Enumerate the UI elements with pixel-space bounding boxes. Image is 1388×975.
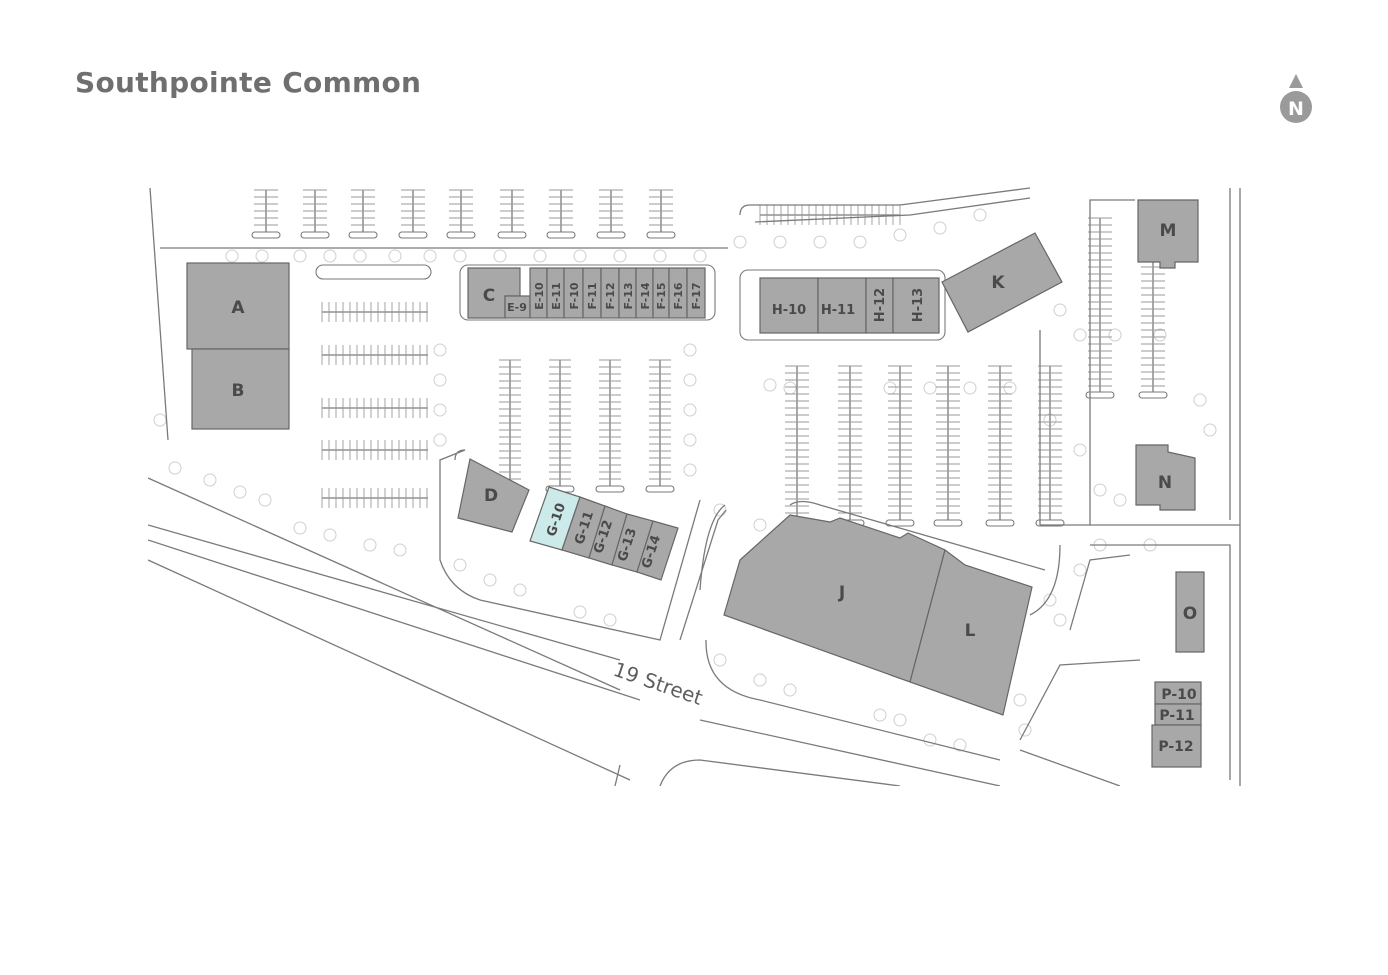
label-b: B: [232, 381, 245, 401]
building-l[interactable]: [909, 548, 1033, 716]
label-a: A: [231, 298, 245, 318]
label-p12: P-12: [1158, 739, 1193, 755]
unit-p12[interactable]: [1151, 724, 1202, 768]
buildings: [186, 199, 1205, 768]
label-j: J: [838, 583, 845, 603]
label-f11: F-11: [586, 282, 599, 309]
building-o[interactable]: [1175, 571, 1205, 653]
trees: [153, 208, 1217, 752]
building-b[interactable]: [191, 348, 290, 430]
label-f17: F-17: [690, 282, 703, 309]
building-k[interactable]: [941, 232, 1063, 333]
label-f13: F-13: [622, 282, 635, 309]
label-f14: F-14: [639, 282, 652, 309]
label-o: O: [1183, 604, 1197, 624]
unit-g14[interactable]: [636, 520, 679, 581]
unit-h10[interactable]: [759, 277, 819, 334]
unit-h12[interactable]: [865, 277, 894, 334]
label-d: D: [484, 486, 498, 506]
label-e11: E-11: [550, 282, 563, 309]
label-n: N: [1158, 473, 1172, 493]
label-h13: H-13: [911, 288, 926, 322]
label-c: C: [483, 286, 495, 306]
street-label: 19 Street: [610, 657, 705, 710]
label-f12: F-12: [604, 282, 617, 309]
building-j[interactable]: [723, 514, 946, 683]
label-k: K: [991, 273, 1005, 293]
unit-h11[interactable]: [817, 277, 867, 334]
north-label: N: [1288, 98, 1304, 120]
parking-top: [251, 189, 1168, 527]
building-d[interactable]: [457, 458, 530, 533]
label-l: L: [965, 621, 976, 641]
label-p11: P-11: [1159, 708, 1194, 724]
building-m[interactable]: [1137, 199, 1199, 269]
label-h12: H-12: [873, 288, 888, 322]
label-h11: H-11: [821, 303, 855, 318]
unit-f17[interactable]: [686, 267, 706, 319]
label-e10: E-10: [533, 282, 546, 310]
label-e9: E-9: [507, 301, 527, 314]
label-h10: H-10: [772, 303, 806, 318]
label-p10: P-10: [1161, 687, 1197, 703]
map-title: Southpointe Common: [75, 66, 422, 99]
north-arrow-icon: N: [1280, 74, 1312, 123]
label-f15: F-15: [655, 282, 668, 309]
building-a[interactable]: [186, 262, 290, 350]
label-f10: F-10: [568, 282, 581, 309]
label-m: M: [1160, 221, 1177, 241]
label-f16: F-16: [672, 282, 685, 309]
unit-h13[interactable]: [892, 277, 940, 334]
building-n[interactable]: [1135, 444, 1196, 511]
